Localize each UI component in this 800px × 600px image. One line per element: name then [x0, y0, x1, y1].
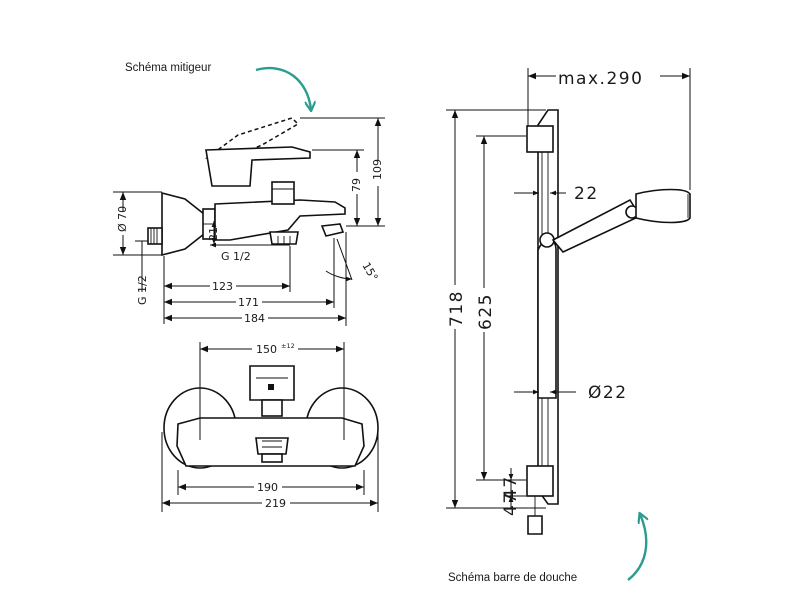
dim-height-625: 625	[476, 293, 496, 330]
dim-width-219: 219	[265, 497, 286, 510]
dim-height-718: 718	[447, 290, 467, 327]
dim-width-171: 171	[238, 296, 259, 309]
dim-holder-47-lower: 47	[501, 491, 521, 516]
teal-arrow-mixer-icon	[255, 67, 311, 110]
dim-21: 21	[207, 227, 220, 241]
dim-rail-22: 22	[574, 184, 599, 204]
dim-thread-g12-side: G 1/2	[136, 275, 149, 305]
shower-bar-view	[446, 68, 691, 535]
dim-width-190: 190	[257, 481, 278, 494]
dim-width-184: 184	[244, 312, 265, 325]
mixer-diagram-caption: Schéma mitigeur	[125, 62, 211, 74]
shower-diagram-caption: Schéma barre de douche	[448, 572, 577, 584]
dim-tolerance-12: ±12	[281, 342, 295, 350]
dim-rod-diameter-22: Ø22	[588, 383, 628, 403]
dim-height-79: 79	[350, 178, 363, 192]
dim-max-290: max.290	[558, 69, 643, 89]
dim-thread-g12-bottom: G 1/2	[221, 250, 251, 263]
dim-height-109: 109	[371, 159, 384, 180]
mixer-front-view	[161, 342, 379, 512]
dim-diameter-70: Ø 70	[116, 206, 129, 232]
teal-arrow-shower-icon	[627, 514, 646, 581]
mixer-side-view	[113, 117, 385, 326]
dim-width-123: 123	[212, 280, 233, 293]
dim-holder-47-upper: 47	[501, 475, 521, 500]
dim-width-150: 150	[256, 343, 277, 356]
dim-angle-15: 15°	[359, 260, 380, 283]
